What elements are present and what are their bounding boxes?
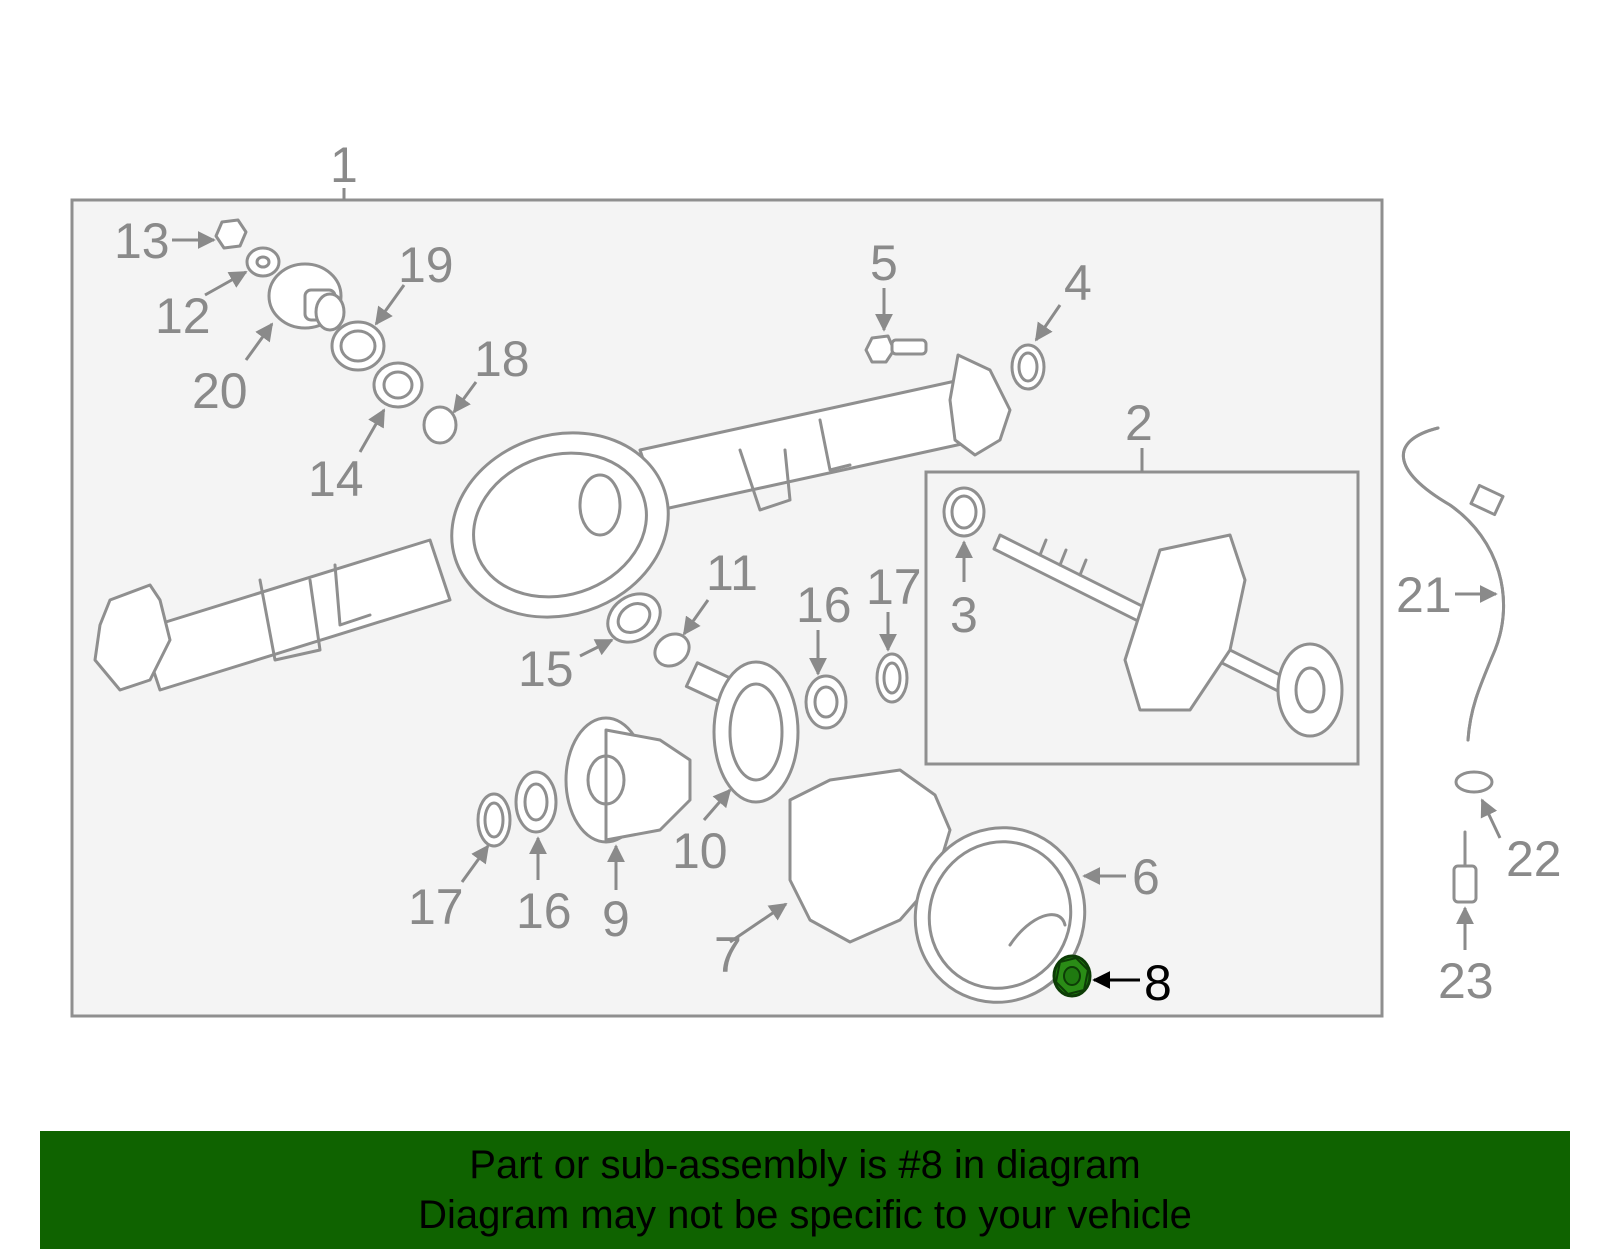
label-part-10: 10 <box>672 823 728 879</box>
info-banner: Part or sub-assembly is #8 in diagram Di… <box>40 1131 1570 1249</box>
label-part-3: 3 <box>950 587 978 643</box>
label-part-4: 4 <box>1064 255 1092 311</box>
label-part-1: 1 <box>330 137 358 193</box>
part-14-bearing <box>372 361 424 409</box>
part-11-shim <box>653 632 691 668</box>
part-10-ring-gear <box>684 660 800 804</box>
label-part-23: 23 <box>1438 953 1494 1009</box>
label-part-2: 2 <box>1125 395 1153 451</box>
label-part-22: 22 <box>1506 831 1562 887</box>
label-part-9: 9 <box>602 891 630 947</box>
label-part-19: 19 <box>398 237 454 293</box>
label-part-11: 11 <box>706 545 758 601</box>
label-part-14: 14 <box>308 451 364 507</box>
part-16-bearing-right <box>804 674 848 730</box>
part-6-cover <box>913 826 1087 1004</box>
label-part-21: 21 <box>1396 567 1452 623</box>
part-19-seal <box>330 320 386 372</box>
part-3-oring <box>942 486 986 538</box>
part-23-vent <box>1452 830 1478 904</box>
banner-line-1: Part or sub-assembly is #8 in diagram <box>469 1143 1141 1187</box>
label-part-17-left: 17 <box>408 879 464 935</box>
label-part-8: 8 <box>1144 955 1172 1011</box>
label-part-13: 13 <box>114 213 170 269</box>
part-5-bolt <box>864 334 928 364</box>
label-part-16-right: 16 <box>796 577 852 633</box>
label-part-6: 6 <box>1132 849 1160 905</box>
part-13-nut <box>214 218 248 250</box>
label-part-5: 5 <box>870 235 898 291</box>
part-18-spacer <box>422 405 458 445</box>
part-4-oring <box>1010 343 1046 391</box>
label-part-16-left: 16 <box>516 883 572 939</box>
label-part-17-right: 17 <box>866 559 922 615</box>
label-part-12: 12 <box>155 288 211 344</box>
label-part-18: 18 <box>474 331 530 387</box>
label-part-20: 20 <box>192 363 248 419</box>
part-22-clip <box>1454 770 1494 794</box>
part-20-yoke <box>267 262 346 332</box>
banner-line-2: Diagram may not be specific to your vehi… <box>418 1193 1192 1237</box>
label-part-7: 7 <box>714 927 742 983</box>
axle-housing <box>93 353 1012 692</box>
part-17-shim-left <box>476 792 512 848</box>
part-8-plug-highlighted <box>1052 954 1092 998</box>
label-part-15: 15 <box>518 641 574 697</box>
part-9-diff-case <box>564 716 692 844</box>
part-12-washer <box>245 246 281 278</box>
axle-shaft <box>992 533 1344 738</box>
part-17-shim-right <box>875 652 909 704</box>
part-16-bearing-left <box>514 770 558 834</box>
